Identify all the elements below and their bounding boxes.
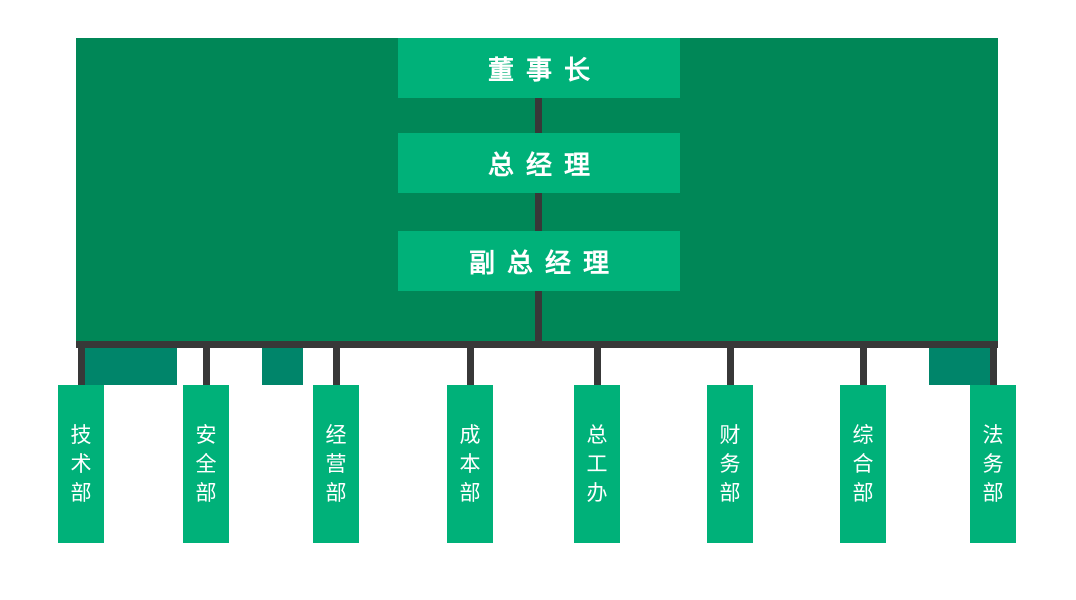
node-dept-operations-label: 经营部: [325, 422, 347, 505]
connector-dept-technology: [78, 348, 85, 386]
node-deputy-general-manager: 副总经理: [398, 231, 680, 291]
node-dept-chief-engineer-office-label: 总工办: [586, 422, 608, 505]
node-dept-chief-engineer-office: 总工办: [574, 385, 620, 543]
connector-dept-general-affairs: [860, 348, 867, 386]
node-dept-operations: 经营部: [313, 385, 359, 543]
node-dept-technology-label: 技术部: [70, 422, 92, 505]
node-dept-safety: 安全部: [183, 385, 229, 543]
node-dept-finance: 财务部: [707, 385, 753, 543]
node-chairman: 董事长: [398, 38, 680, 98]
node-dept-finance-label: 财务部: [719, 422, 741, 505]
node-general-manager-label: 总经理: [487, 150, 602, 181]
decor-block-left-center: [262, 348, 303, 385]
connector-dept-chief-engineer-office: [594, 348, 601, 386]
connector-dept-operations: [333, 348, 340, 386]
connector-gm-deputy: [535, 193, 542, 231]
decor-block-left: [85, 348, 177, 385]
node-general-manager: 总经理: [398, 133, 680, 193]
node-dept-legal-label: 法务部: [982, 422, 1004, 505]
connector-dept-cost: [467, 348, 474, 386]
connector-chairman-gm: [535, 98, 542, 133]
connector-dept-finance: [727, 348, 734, 386]
node-chairman-label: 董事长: [487, 55, 602, 86]
node-dept-technology: 技术部: [58, 385, 104, 543]
trunk-line: [76, 341, 998, 348]
node-dept-cost: 成本部: [447, 385, 493, 543]
node-dept-general-affairs: 综合部: [840, 385, 886, 543]
node-dept-legal: 法务部: [970, 385, 1016, 543]
node-deputy-general-manager-label: 副总经理: [468, 248, 621, 279]
connector-deputy-trunk: [535, 291, 542, 341]
node-dept-cost-label: 成本部: [459, 422, 481, 505]
connector-dept-safety: [203, 348, 210, 386]
node-dept-safety-label: 安全部: [195, 422, 217, 505]
decor-block-right: [929, 348, 997, 385]
node-dept-general-affairs-label: 综合部: [852, 422, 874, 505]
connector-dept-legal: [990, 348, 997, 386]
